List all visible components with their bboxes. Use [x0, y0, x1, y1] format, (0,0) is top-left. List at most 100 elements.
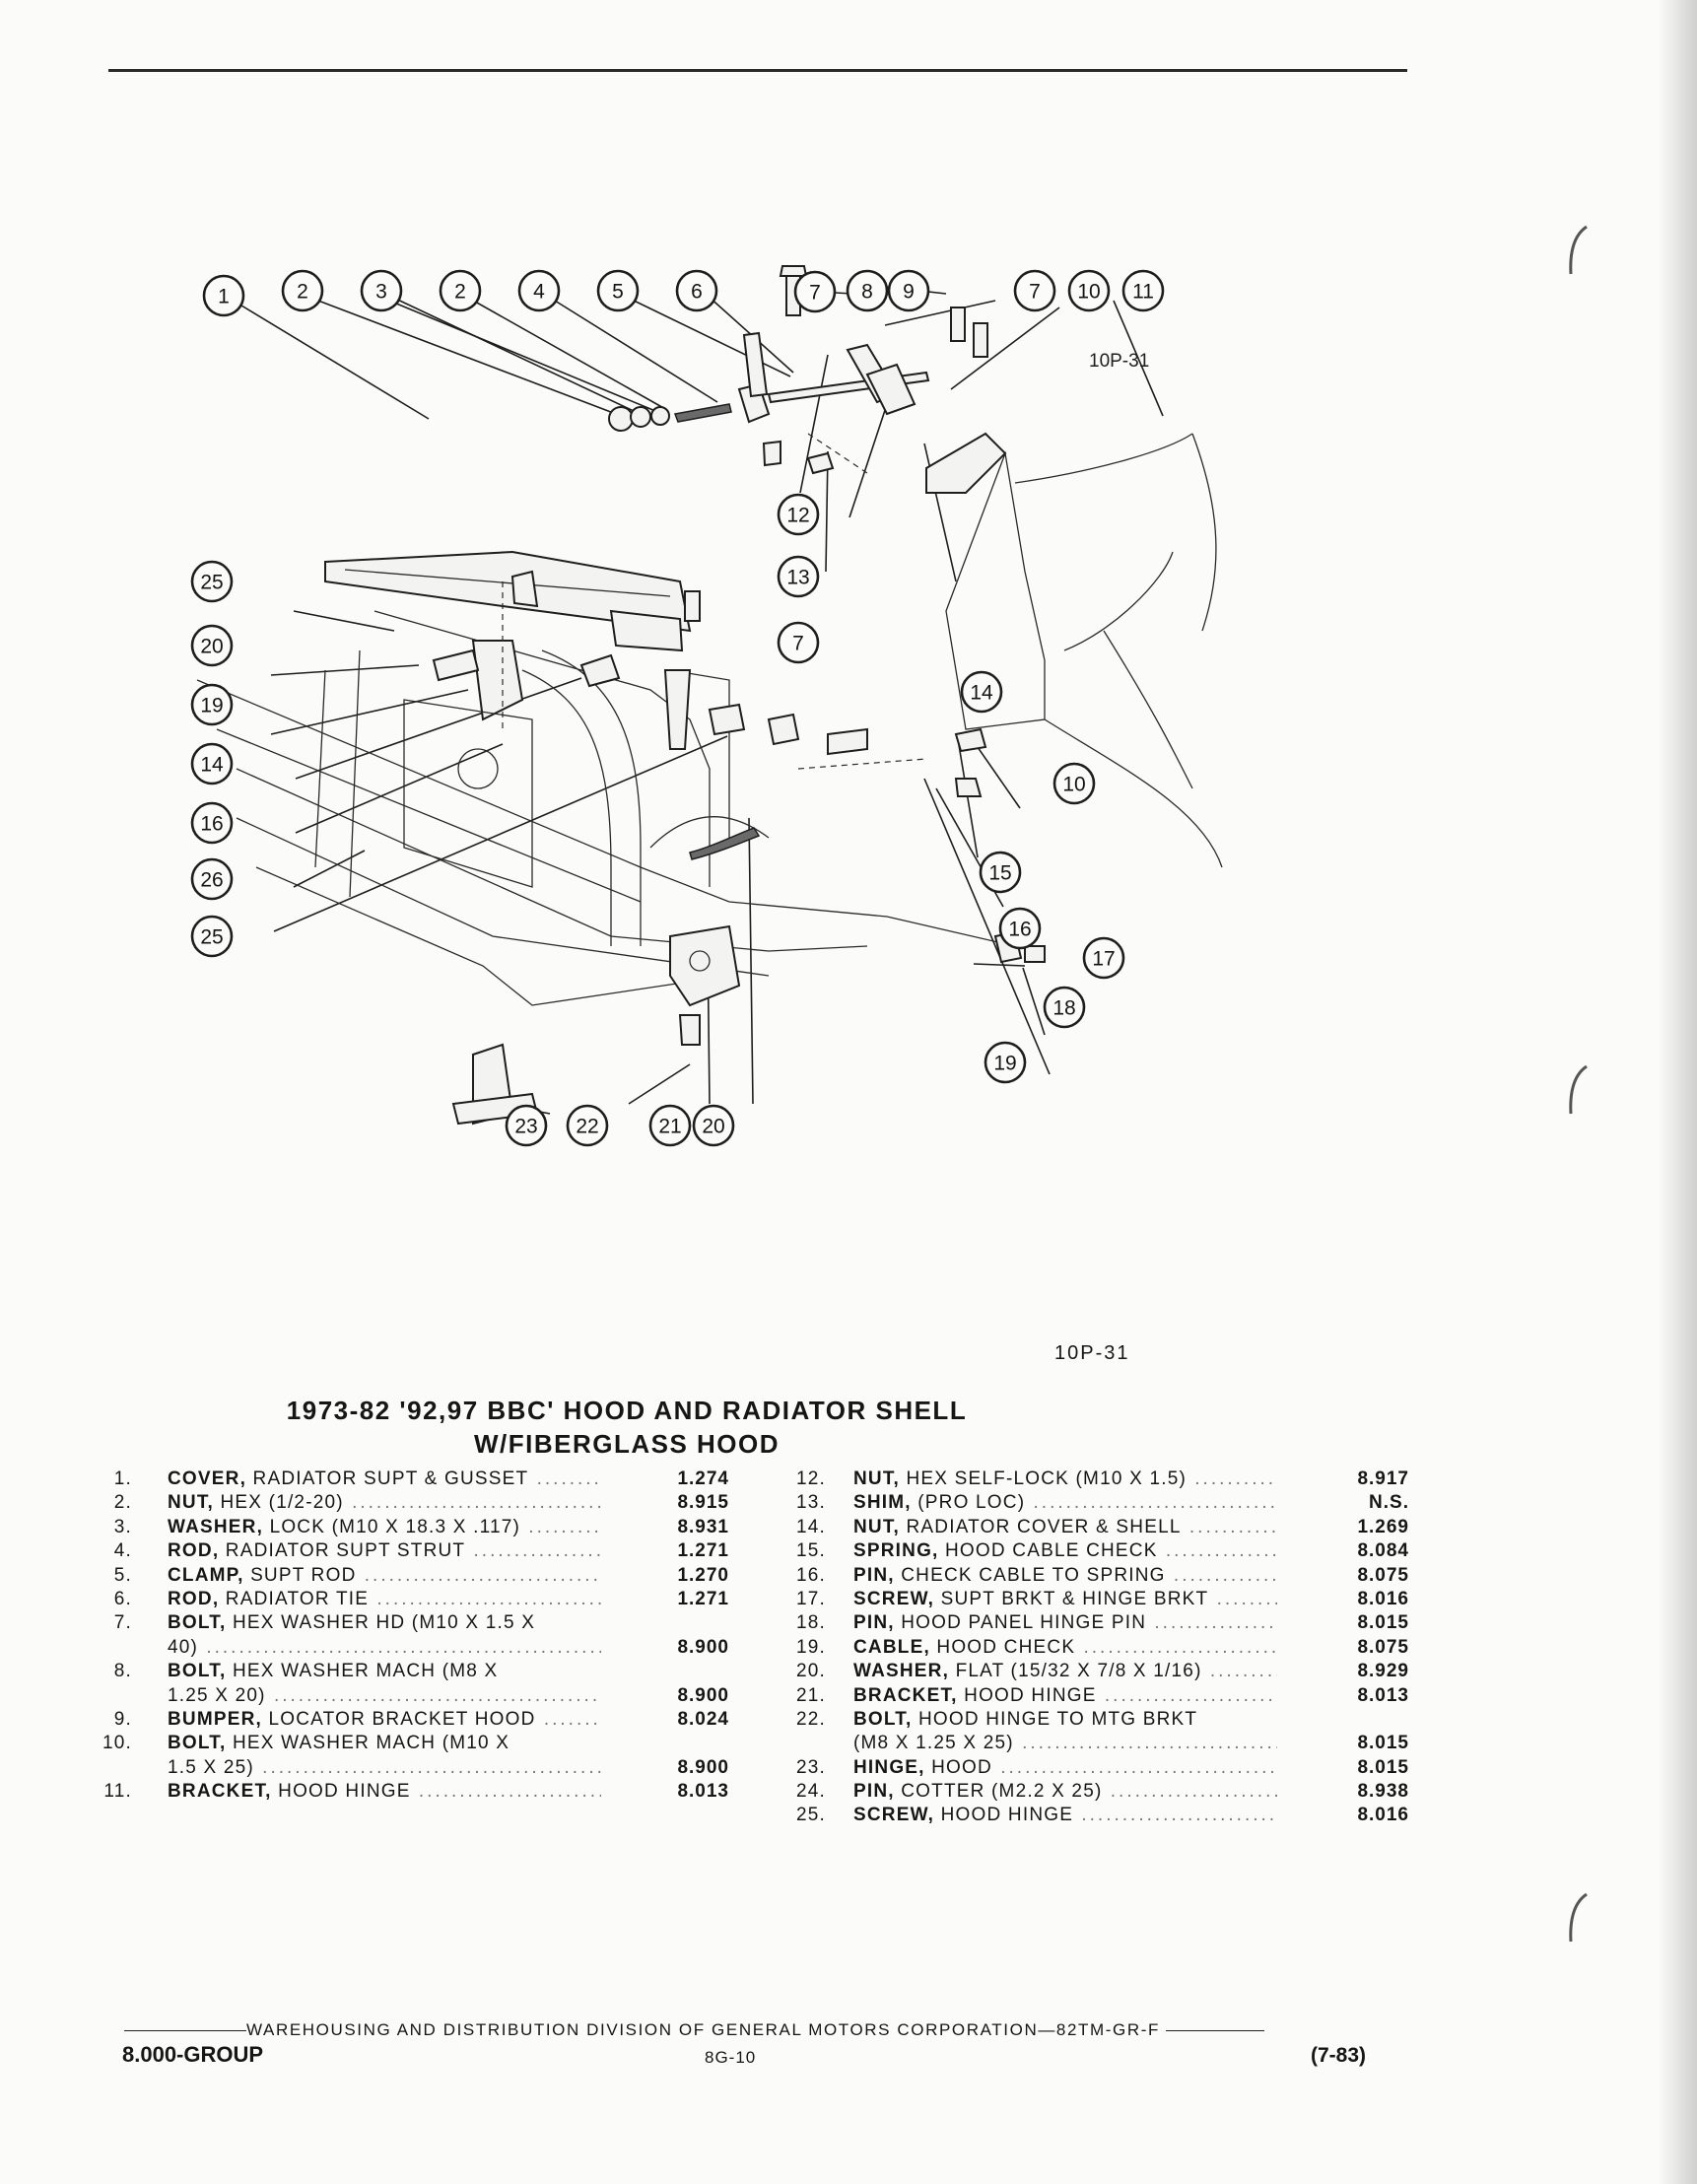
- parts-list-row: 17.SCREW, SUPT BRKT & HINGE BRKT .......…: [779, 1589, 1409, 1612]
- parts-list-row: 23.HINGE, HOOD .........................…: [779, 1757, 1409, 1781]
- footer-division-text: WAREHOUSING AND DISTRIBUTION DIVISION OF…: [246, 2020, 1160, 2039]
- dot-leader: ........................................…: [1173, 1564, 1277, 1586]
- parts-list-row: 7.BOLT, HEX WASHER HD (M10 X 1.5 X: [99, 1612, 729, 1636]
- part-name: HINGE,: [853, 1756, 925, 1778]
- part-detail: HEX (1/2-20): [220, 1492, 344, 1514]
- binder-edge: [1658, 0, 1697, 2184]
- part-description: CLAMP, SUPT ROD ........................…: [168, 1565, 601, 1587]
- parts-list-row: 22.BOLT, HOOD HINGE TO MTG BRKT: [779, 1709, 1409, 1733]
- callout-label: 5: [612, 281, 624, 304]
- dot-leader: ........................................…: [1022, 1733, 1277, 1754]
- part-description: ROD, RADIATOR TIE ......................…: [168, 1589, 601, 1610]
- part-description: SCREW, HOOD HINGE ......................…: [853, 1805, 1277, 1826]
- part-number: 12.: [795, 1468, 826, 1489]
- callout-label: 7: [792, 633, 804, 655]
- part-group-code: 8.075: [1357, 1564, 1409, 1586]
- part-detail: HOOD CHECK: [936, 1636, 1076, 1658]
- part-group-code: 8.015: [1357, 1612, 1409, 1634]
- figure-code: 10P-31: [1054, 1342, 1130, 1364]
- part-description: ROD, RADIATOR SUPT STRUT ...............…: [168, 1540, 601, 1562]
- part-name: NUT,: [168, 1492, 215, 1514]
- dot-leader: ........................................…: [1194, 1468, 1277, 1489]
- dot-leader: ........................................…: [536, 1468, 601, 1489]
- part-group-code: 8.900: [677, 1684, 729, 1706]
- part-group-code: 8.013: [1357, 1684, 1409, 1706]
- part-detail: 40): [168, 1636, 199, 1658]
- dot-leader: ........................................…: [1216, 1588, 1277, 1609]
- part-name: BRACKET,: [853, 1684, 958, 1706]
- callout-10: 10: [1067, 269, 1111, 312]
- callout-label: 20: [702, 1116, 724, 1138]
- part-number: 19.: [795, 1636, 826, 1658]
- callout-13: 13: [777, 555, 820, 598]
- dot-leader: ........................................…: [1000, 1756, 1277, 1778]
- part-detail: HOOD HINGE: [940, 1805, 1074, 1826]
- part-detail: RADIATOR COVER & SHELL: [906, 1516, 1182, 1537]
- part-description: NUT, HEX (1/2-20) ......................…: [168, 1492, 601, 1514]
- part-number: 3.: [113, 1516, 132, 1537]
- part-group-code: 8.084: [1357, 1540, 1409, 1562]
- dot-leader: ........................................…: [543, 1708, 601, 1730]
- dot-leader: ........................................…: [352, 1492, 601, 1514]
- part-number: 18.: [795, 1612, 826, 1634]
- part-detail: HOOD: [931, 1756, 992, 1778]
- callout-21: 21: [648, 1104, 692, 1147]
- part-detail: HOOD HINGE: [964, 1684, 1097, 1706]
- parts-list-row: 1.5 X 25) ..............................…: [99, 1757, 729, 1781]
- part-group-code: 8.016: [1357, 1805, 1409, 1826]
- binder-hole-mark: [1565, 1892, 1591, 1944]
- part-number: 20.: [795, 1661, 826, 1682]
- callout-18: 18: [1043, 986, 1086, 1029]
- part-description: NUT, RADIATOR COVER & SHELL ............…: [853, 1517, 1277, 1538]
- callout-16: 16: [998, 907, 1042, 950]
- part-description: (M8 X 1.25 X 25) .......................…: [853, 1733, 1277, 1754]
- part-name: SHIM,: [853, 1492, 912, 1514]
- part-number: 17.: [795, 1588, 826, 1609]
- binder-hole-mark: [1565, 225, 1591, 276]
- callout-label: 26: [200, 869, 223, 892]
- dot-leader: ........................................…: [1081, 1805, 1277, 1826]
- part-description: 1.5 X 25) ..............................…: [168, 1757, 601, 1779]
- part-detail: 1.25 X 20): [168, 1684, 266, 1706]
- callout-20: 20: [190, 624, 234, 667]
- callout-16: 16: [190, 801, 234, 845]
- part-number: 15.: [795, 1540, 826, 1562]
- part-group-code: 8.917: [1357, 1468, 1409, 1489]
- part-description: PIN, CHECK CABLE TO SPRING .............…: [853, 1565, 1277, 1587]
- part-name: PIN,: [853, 1564, 895, 1586]
- parts-list-row: 11.BRACKET, HOOD HINGE .................…: [99, 1781, 729, 1805]
- callout-2: 2: [281, 269, 324, 312]
- parts-list-row: 40) ....................................…: [99, 1637, 729, 1661]
- part-group-code: 8.016: [1357, 1588, 1409, 1609]
- part-number: 5.: [113, 1564, 132, 1586]
- part-number: 22.: [795, 1708, 826, 1730]
- part-group-code: 1.271: [677, 1588, 729, 1609]
- callout-label: 17: [1092, 948, 1115, 971]
- part-description: HINGE, HOOD ............................…: [853, 1757, 1277, 1779]
- part-group-code: 1.271: [677, 1540, 729, 1562]
- parts-list-row: 21.BRACKET, HOOD HINGE .................…: [779, 1685, 1409, 1709]
- callout-17: 17: [1082, 936, 1125, 980]
- dot-leader: ........................................…: [418, 1781, 601, 1803]
- parts-list-row: 9.BUMPER, LOCATOR BRACKET HOOD .........…: [99, 1709, 729, 1733]
- part-detail: RADIATOR SUPT STRUT: [225, 1540, 466, 1562]
- part-description: BUMPER, LOCATOR BRACKET HOOD ...........…: [168, 1709, 601, 1731]
- callout-11: 11: [1121, 269, 1165, 312]
- callout-label: 3: [375, 281, 387, 304]
- callout-10: 10: [1052, 762, 1096, 805]
- part-name: ROD,: [168, 1588, 220, 1609]
- callout-label: 13: [786, 567, 809, 589]
- top-rule: [108, 69, 1407, 72]
- callout-label: 2: [297, 281, 308, 304]
- part-group-code: N.S.: [1369, 1492, 1409, 1514]
- callout-1: 1: [202, 274, 245, 317]
- part-detail: RADIATOR TIE: [225, 1588, 370, 1609]
- part-detail: HOOD CABLE CHECK: [945, 1540, 1158, 1562]
- part-number: 6.: [113, 1588, 132, 1609]
- part-number: 1.: [113, 1468, 132, 1489]
- callout-label: 20: [200, 636, 223, 658]
- parts-list-row: 19.CABLE, HOOD CHECK ...................…: [779, 1637, 1409, 1661]
- parts-list-row: 2.NUT, HEX (1/2-20) ....................…: [99, 1492, 729, 1516]
- callout-label: 21: [658, 1116, 681, 1138]
